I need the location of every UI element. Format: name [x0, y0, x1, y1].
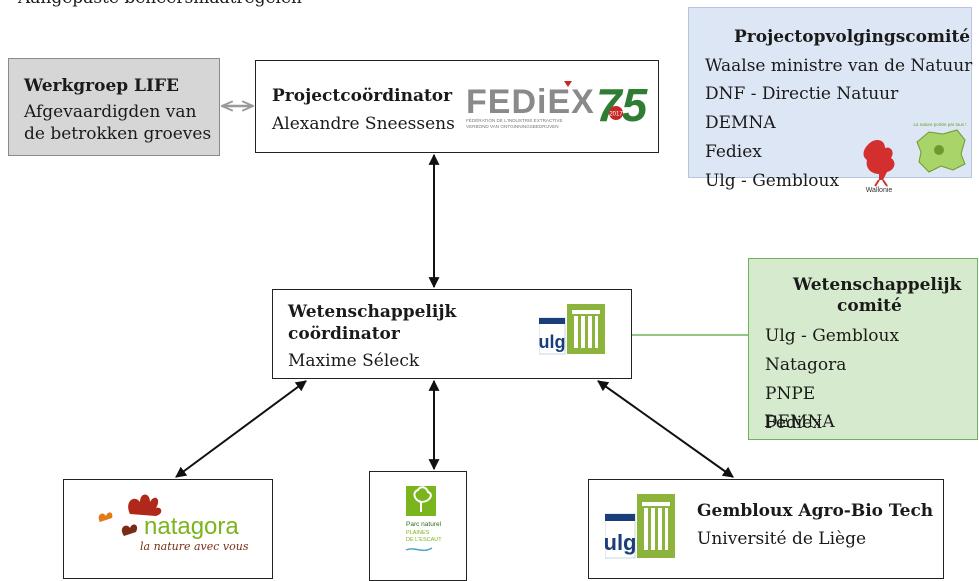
- povc-item: DEMNA: [705, 113, 776, 133]
- scientific-coordinator-title-1: Wetenschappelijk: [288, 302, 457, 322]
- connector-wc-natagora: [175, 380, 307, 478]
- scientific-committee-item: Fediex: [765, 413, 822, 433]
- parc-line-3: DE L'ESCAUT: [406, 537, 442, 543]
- connector-layer: [175, 0, 748, 478]
- ulg-logo: ulg: [539, 304, 605, 355]
- parc-river-icon: [405, 547, 433, 552]
- natagora-logo: natagora la nature avec vous: [98, 494, 249, 550]
- scientific-committee-item: Natagora: [765, 355, 847, 375]
- fediex-accent-icon: [564, 81, 572, 87]
- ulg-logo-text: ulg: [605, 530, 637, 555]
- werkgroep-line-1: Afgevaardigden van: [24, 102, 197, 122]
- ulg-logo-text: ulg: [539, 332, 566, 352]
- scientific-committee-item: Ulg - Gembloux: [765, 326, 900, 346]
- parc-line-1: Parc naturel: [406, 521, 442, 528]
- parc-naturel-box: Parc naturel PLAINES DE L'ESCAUT: [369, 471, 467, 581]
- top-clipped-text: Aangepaste beheersmaatregelen: [18, 0, 302, 8]
- scientific-committee-item: DEMNA: [764, 412, 835, 432]
- ulg-logo: ulg: [605, 494, 675, 559]
- rooster-icon: [863, 140, 895, 180]
- scientific-committee-title-1: Wetenschappelijk: [793, 275, 962, 295]
- natagora-box: natagora la nature avec vous: [63, 479, 273, 579]
- connector-wc-gembloux: [597, 380, 734, 478]
- natura-map-logo: La nature portée par tous !: [913, 122, 967, 173]
- povc-item: DNF - Directie Natuur: [705, 84, 899, 104]
- wallonie-rooster-logo: Wallonie: [863, 140, 895, 194]
- natagora-small-hand-icon: [98, 512, 113, 522]
- scientific-coordinator-box: Wetenschappelijk coördinator Maxime Séle…: [272, 289, 632, 379]
- scientific-committee-item: PNPE: [765, 384, 816, 404]
- natagora-hand-icon: [128, 494, 162, 516]
- fediex-subtitle-fr: FÉDÉRATION DE L'INDUSTRIE EXTRACTIVE: [466, 117, 563, 123]
- scientific-coordinator-title-2: coördinator: [288, 324, 400, 344]
- coordinator-box: Projectcoördinator Alexandre Sneessens F…: [255, 60, 659, 153]
- scientific-committee-title-2: comité: [837, 296, 902, 316]
- povc-item: Ulg - Gembloux: [705, 171, 840, 191]
- werkgroep-title: Werkgroep LIFE: [24, 76, 179, 96]
- parc-line-2: PLAINES: [406, 530, 430, 536]
- natura-caption: La nature portée par tous !: [913, 122, 966, 127]
- werkgroep-line-2: de betrokken groeves: [24, 124, 212, 144]
- scientific-coordinator-name: Maxime Séleck: [288, 351, 420, 371]
- wallonie-label: Wallonie: [866, 187, 893, 194]
- parc-naturel-logo: Parc naturel PLAINES DE L'ESCAUT: [405, 486, 442, 552]
- fediex-anniversary-number: 75: [596, 79, 648, 131]
- fediex-logo-text: FEDiEX: [466, 83, 595, 121]
- povc-item: Fediex: [705, 142, 762, 162]
- natagora-name: natagora: [144, 513, 239, 540]
- fediex-year-badge-icon: [609, 106, 623, 120]
- gembloux-title: Gembloux Agro-Bio Tech: [697, 501, 934, 521]
- fediex-logo: FEDiEX 75 2017 FÉDÉRATION DE L'INDUSTRIE…: [466, 79, 648, 131]
- gembloux-box: ulg Gembloux Agro-Bio Tech Université de…: [588, 479, 944, 579]
- povc-item: Waalse ministre van de Natuur: [705, 56, 973, 76]
- scientific-committee-box: Wetenschappelijk comité Ulg - Gembloux N…: [748, 258, 978, 440]
- gembloux-subtitle: Université de Liège: [697, 529, 867, 549]
- natagora-tagline: la nature avec vous: [140, 540, 249, 550]
- fediex-subtitle-nl: VERBOND VAN ONTGINNINGSBEDRIJVEN: [466, 124, 559, 129]
- werkgroep-box: Werkgroep LIFE Afgevaardigden van de bet…: [8, 58, 220, 156]
- coordinator-name: Alexandre Sneessens: [272, 114, 455, 134]
- povc-box: Projectopvolgingscomité Waalse ministre …: [688, 7, 973, 194]
- fediex-year: 2017: [609, 112, 623, 118]
- povc-title: Projectopvolgingscomité: [734, 27, 971, 47]
- coordinator-title: Projectcoördinator: [272, 86, 453, 106]
